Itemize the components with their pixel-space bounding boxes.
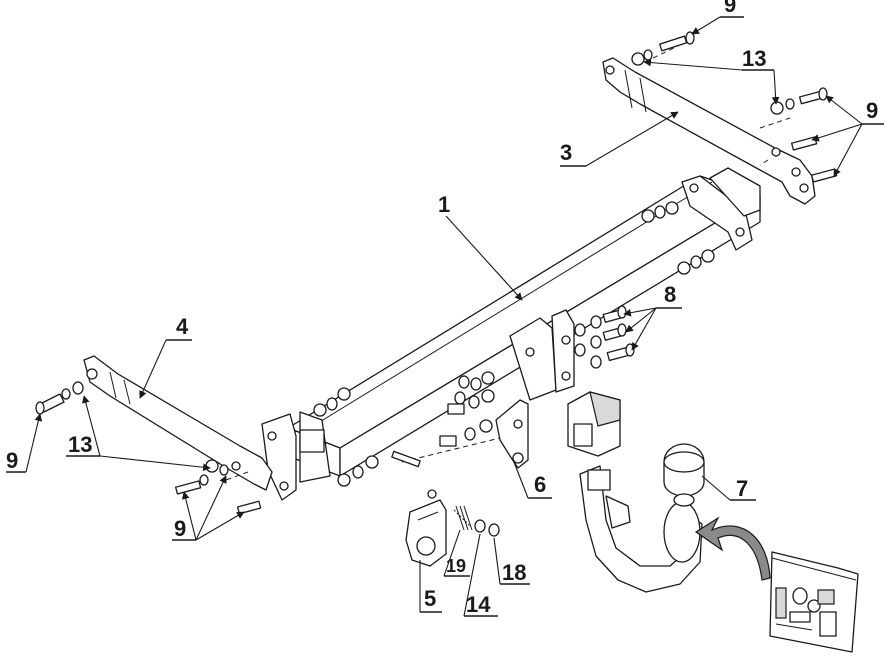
bolt-set-8 [439,305,635,447]
callout-8: 8 [664,282,676,307]
callout-5: 5 [424,586,436,611]
callout-9-bottom: 9 [174,516,186,541]
callout-18: 18 [502,560,526,585]
callout-labels: 1 3 4 5 6 7 8 9 9 9 9 13 13 14 18 19 [6,0,878,617]
callout-7: 7 [736,476,748,501]
callout-13-top: 13 [742,46,766,71]
callout-9-right: 9 [866,98,878,123]
locking-plate-5 [405,489,500,567]
callout-6: 6 [534,472,546,497]
insert-arrow [694,516,771,581]
accessory-bag-inset [769,551,859,653]
callout-13-left: 13 [68,432,92,457]
main-cross-beam [261,167,761,501]
detachable-ball-neck-7 [579,443,705,593]
left-side-bracket [35,355,273,515]
callout-1: 1 [438,192,450,217]
leaders [6,16,884,617]
callout-9-left: 9 [6,448,18,473]
callout-3: 3 [560,140,572,165]
callout-4: 4 [176,314,189,339]
right-side-bracket [602,31,838,205]
electrical-socket-block [567,391,621,457]
socket-bracket-6 [391,399,529,469]
bolt-row [574,305,635,369]
callout-9-top: 9 [724,0,736,17]
callout-19: 19 [446,556,466,576]
callout-14: 14 [466,592,491,617]
